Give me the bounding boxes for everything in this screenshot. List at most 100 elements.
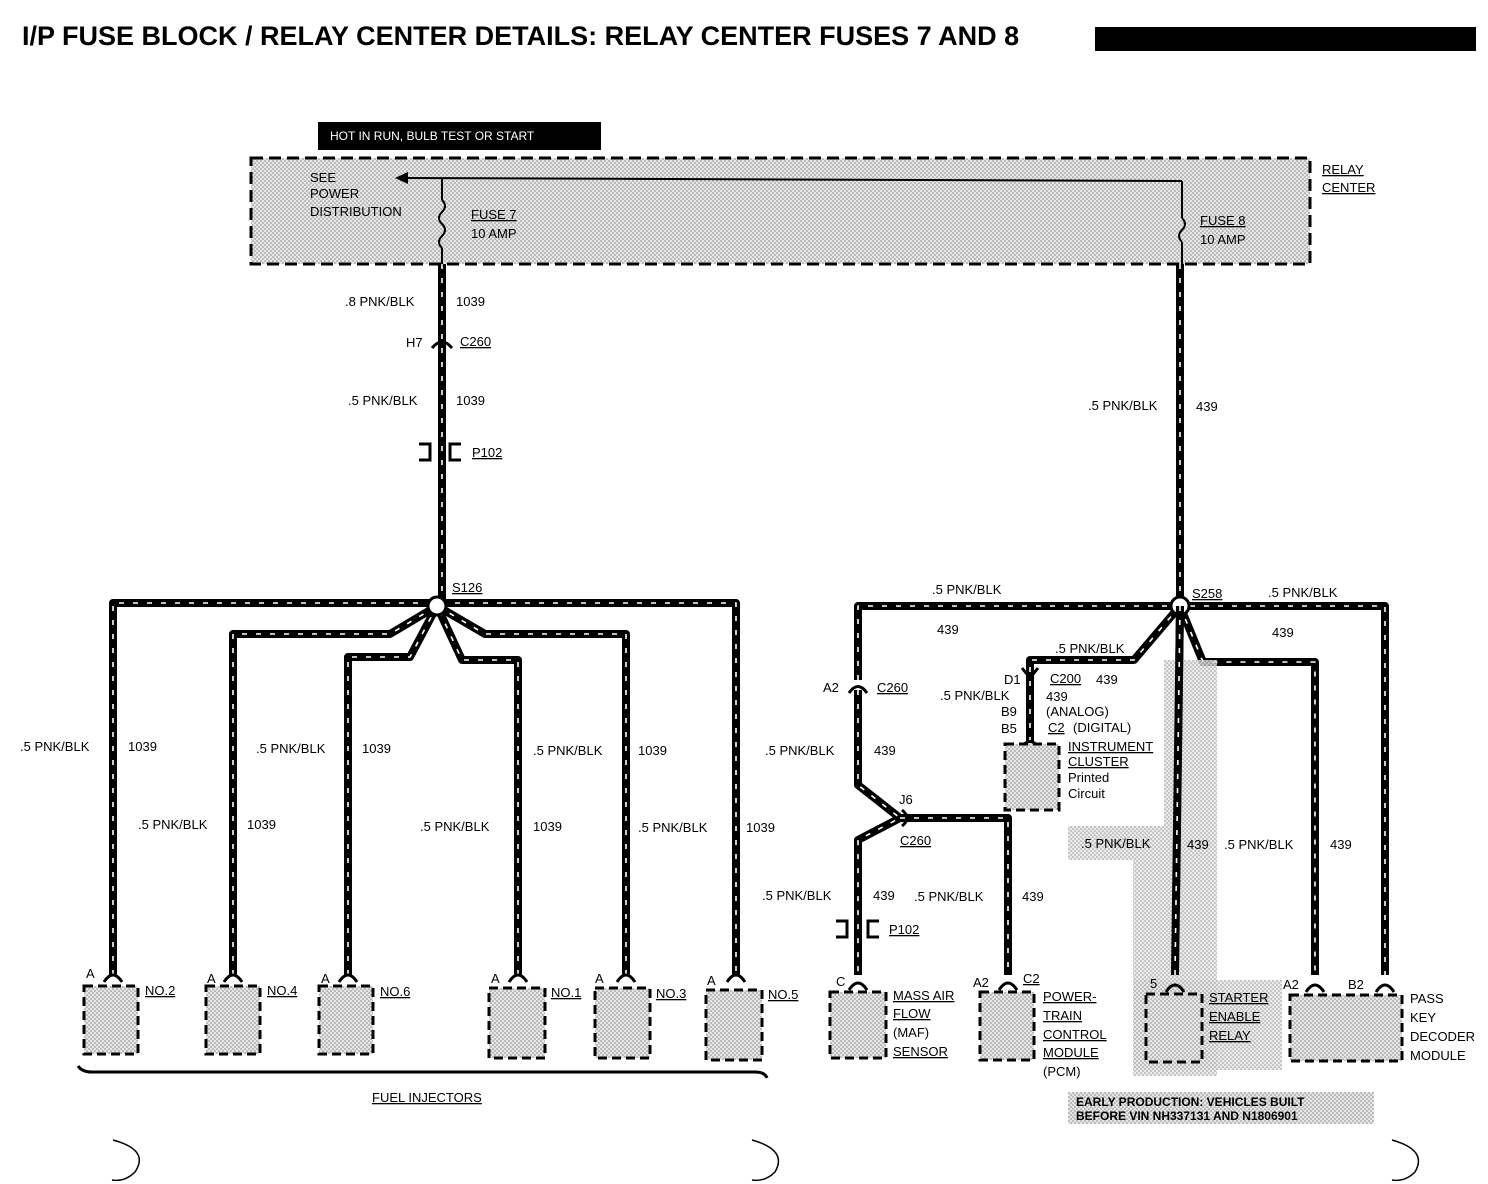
- passkey-label-4: MODULE: [1410, 1048, 1466, 1063]
- circuit-1039-label: 1039: [456, 294, 485, 309]
- p102-right-connector-icon: [836, 919, 849, 939]
- bus-line: [404, 177, 1183, 182]
- pcm-label-1: POWER-: [1043, 989, 1096, 1004]
- pcm-label-5: (PCM): [1043, 1064, 1081, 1079]
- digital-label: (DIGITAL): [1073, 720, 1131, 735]
- arrow-left-icon: [395, 172, 408, 184]
- cluster-circuit: 439: [1096, 672, 1118, 687]
- injector-no2-label: NO.2: [145, 983, 175, 998]
- analog-label: (ANALOG): [1046, 704, 1109, 719]
- branch-4-wire: .5 PNK/BLK: [420, 819, 490, 834]
- a2-label: A2: [823, 680, 839, 695]
- injector-no6: A NO.6: [317, 971, 410, 1056]
- pcm-label-4: MODULE: [1043, 1045, 1099, 1060]
- svg-text:A: A: [207, 971, 216, 986]
- c260-j6-connector-icon: [901, 808, 909, 828]
- injector-no3: A NO.3: [593, 971, 686, 1060]
- fuse-7-rating: 10 AMP: [471, 226, 517, 241]
- s126-label: S126: [452, 580, 482, 595]
- see-power-3: DISTRIBUTION: [310, 204, 402, 219]
- injector-no3-label: NO.3: [656, 986, 686, 1001]
- fuse-8-icon: [1178, 217, 1186, 243]
- injector-no1: A NO.1: [487, 971, 581, 1060]
- b5-label: B5: [1001, 721, 1017, 736]
- right-trunk-circuit: 439: [1196, 399, 1218, 414]
- binding-hole-mark: [111, 1139, 140, 1182]
- injector-no1-label: NO.1: [551, 985, 581, 1000]
- c260-label: C260: [460, 334, 491, 349]
- b9-label: B9: [1001, 704, 1017, 719]
- passkey-label-3: DECODER: [1410, 1029, 1475, 1044]
- p102-label: P102: [472, 445, 502, 460]
- early-production-line2: BEFORE VIN NH337131 AND N1806901: [1076, 1109, 1298, 1123]
- fuse-7-icon: [438, 199, 446, 249]
- p102-connector-icon: [419, 442, 432, 462]
- passkey-b2-label: B2: [1348, 977, 1364, 992]
- branch-5-wire: .5 PNK/BLK: [533, 743, 603, 758]
- branch-2-wire: .5 PNK/BLK: [138, 817, 208, 832]
- fuse-7-name: FUSE 7: [471, 207, 517, 222]
- pcm-a2-label: A2: [973, 975, 989, 990]
- branch-3-wire: .5 PNK/BLK: [256, 741, 326, 756]
- pcm-box: [978, 990, 1036, 1062]
- starter-pin-label: 5: [1150, 976, 1157, 991]
- instrument-cluster-box: [1003, 742, 1061, 812]
- passkey-box: [1288, 993, 1404, 1063]
- maf-label-2: FLOW: [893, 1006, 931, 1021]
- fuel-injectors-label: FUEL INJECTORS: [372, 1090, 482, 1105]
- right-branch-circuit: 439: [1272, 625, 1294, 640]
- relay-center-label-2: CENTER: [1322, 180, 1375, 195]
- passkey-wire: .5 PNK/BLK: [1224, 837, 1294, 852]
- injector-no4: A NO.4: [204, 971, 297, 1056]
- branch-2-circuit: 1039: [247, 817, 276, 832]
- svg-text:A: A: [707, 973, 716, 988]
- passkey-label-1: PASS: [1410, 991, 1444, 1006]
- cluster-label-3: Printed: [1068, 770, 1109, 785]
- binding-hole-mark: [751, 1139, 780, 1182]
- early-production-box: [1068, 1092, 1374, 1124]
- left-branch-wire: .5 PNK/BLK: [932, 582, 1002, 597]
- svg-text:A: A: [491, 971, 500, 986]
- starter-relay-box: [1144, 992, 1204, 1064]
- maf-label-1: MASS AIR: [893, 988, 954, 1003]
- d1-label: D1: [1004, 672, 1021, 687]
- maf-sensor-box: [828, 990, 888, 1060]
- maf-circuit: 439: [873, 888, 895, 903]
- svg-text:A: A: [595, 971, 604, 986]
- injector-no2: A NO.2: [82, 966, 175, 1056]
- cluster-label-2: CLUSTER: [1068, 754, 1129, 769]
- p102-right-label: P102: [889, 922, 919, 937]
- relay-center-label-1: RELAY: [1322, 162, 1364, 177]
- fuse-8-rating: 10 AMP: [1200, 232, 1246, 247]
- cluster-wire: .5 PNK/BLK: [1055, 641, 1125, 656]
- j6-label: J6: [899, 792, 913, 807]
- injector-no6-label: NO.6: [380, 984, 410, 999]
- s258-label: S258: [1192, 586, 1222, 601]
- svg-text:A: A: [321, 971, 330, 986]
- maf-label-3: (MAF): [893, 1025, 929, 1040]
- cluster-label-4: Circuit: [1068, 786, 1105, 801]
- title-bar-decoration: [1095, 27, 1476, 51]
- cluster-circuit-2: 439: [1046, 689, 1068, 704]
- passkey-circuit: 439: [1330, 837, 1352, 852]
- pcm-circuit: 439: [1022, 889, 1044, 904]
- svg-text:A: A: [86, 966, 95, 981]
- c260-right-label: C260: [877, 680, 908, 695]
- starter-wire: .5 PNK/BLK: [1081, 836, 1151, 851]
- branch-6-circuit: 1039: [746, 820, 775, 835]
- c2-cluster-label: C2: [1048, 720, 1065, 735]
- right-branch-wire: .5 PNK/BLK: [1268, 585, 1338, 600]
- splice-s126-icon: [426, 595, 448, 617]
- left-branch-circuit: 439: [937, 622, 959, 637]
- early-production-line1: EARLY PRODUCTION: VEHICLES BUILT: [1076, 1095, 1305, 1109]
- maf-branch-circuit: 439: [874, 743, 896, 758]
- maf-pin-label: C: [836, 974, 845, 989]
- cluster-wire-2: .5 PNK/BLK: [940, 688, 1010, 703]
- right-trunk-wire: .5 PNK/BLK: [1088, 398, 1158, 413]
- injector-no5: A NO.5: [704, 973, 798, 1062]
- starter-label-3: RELAY: [1209, 1028, 1251, 1043]
- pcm-label-2: TRAIN: [1043, 1008, 1082, 1023]
- h7-label: H7: [406, 335, 423, 350]
- pcm-wire: .5 PNK/BLK: [914, 889, 984, 904]
